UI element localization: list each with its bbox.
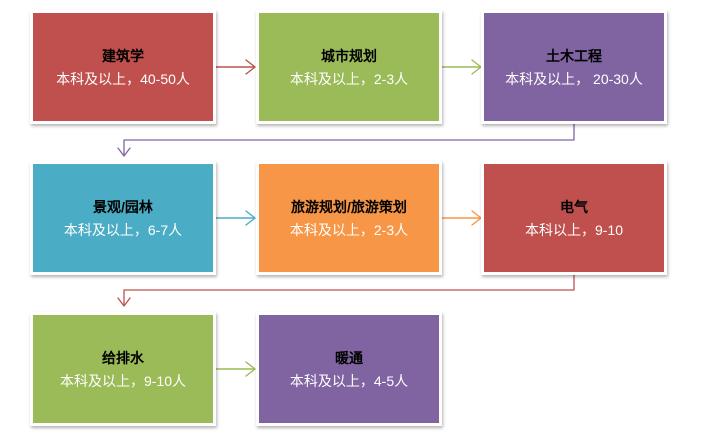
node-subtitle: 本科及以上，6-7人 — [63, 221, 183, 238]
node-title: 城市规划 — [321, 47, 377, 64]
connector-urban-planning-to-civil-engineering — [441, 59, 482, 75]
connector-tourism-planning-to-electrical — [441, 210, 482, 226]
node-subtitle: 本科以上，9-10 — [524, 221, 624, 238]
node-title: 土木工程 — [546, 47, 602, 64]
node-title: 电气 — [560, 198, 588, 215]
node-title: 给排水 — [102, 349, 144, 366]
node-subtitle: 本科及以上，2-3人 — [289, 221, 409, 238]
connector-architecture-to-urban-planning — [215, 59, 256, 75]
node-water-supply-drainage: 给排水 本科及以上，9-10人 — [30, 312, 216, 426]
node-electrical: 电气 本科以上，9-10 — [481, 161, 667, 275]
node-tourism-planning: 旅游规划/旅游策划 本科及以上，2-3人 — [256, 161, 442, 275]
node-title: 景观/园林 — [93, 198, 153, 215]
node-subtitle: 本科及以上，40-50人 — [56, 70, 190, 87]
node-civil-engineering: 土木工程 本科及以上， 20-30人 — [481, 10, 667, 124]
node-landscape-garden: 景观/园林 本科及以上，6-7人 — [30, 161, 216, 275]
node-hvac: 暖通 本科及以上，4-5人 — [256, 312, 442, 426]
node-title: 旅游规划/旅游策划 — [291, 198, 407, 215]
node-urban-planning: 城市规划 本科及以上，2-3人 — [256, 10, 442, 124]
node-subtitle: 本科及以上，9-10人 — [59, 372, 187, 389]
node-subtitle: 本科及以上，2-3人 — [289, 70, 409, 87]
connector-civil-engineering-to-landscape — [117, 123, 575, 157]
connector-electrical-to-water-supply-drainage — [117, 274, 575, 307]
connector-landscape-to-tourism-planning — [215, 210, 256, 226]
node-architecture: 建筑学 本科及以上，40-50人 — [30, 10, 216, 124]
node-subtitle: 本科及以上， 20-30人 — [505, 70, 643, 87]
node-title: 建筑学 — [102, 47, 144, 64]
node-subtitle: 本科及以上，4-5人 — [289, 372, 409, 389]
connector-water-supply-drainage-to-hvac — [215, 361, 256, 377]
node-title: 暖通 — [335, 349, 363, 366]
